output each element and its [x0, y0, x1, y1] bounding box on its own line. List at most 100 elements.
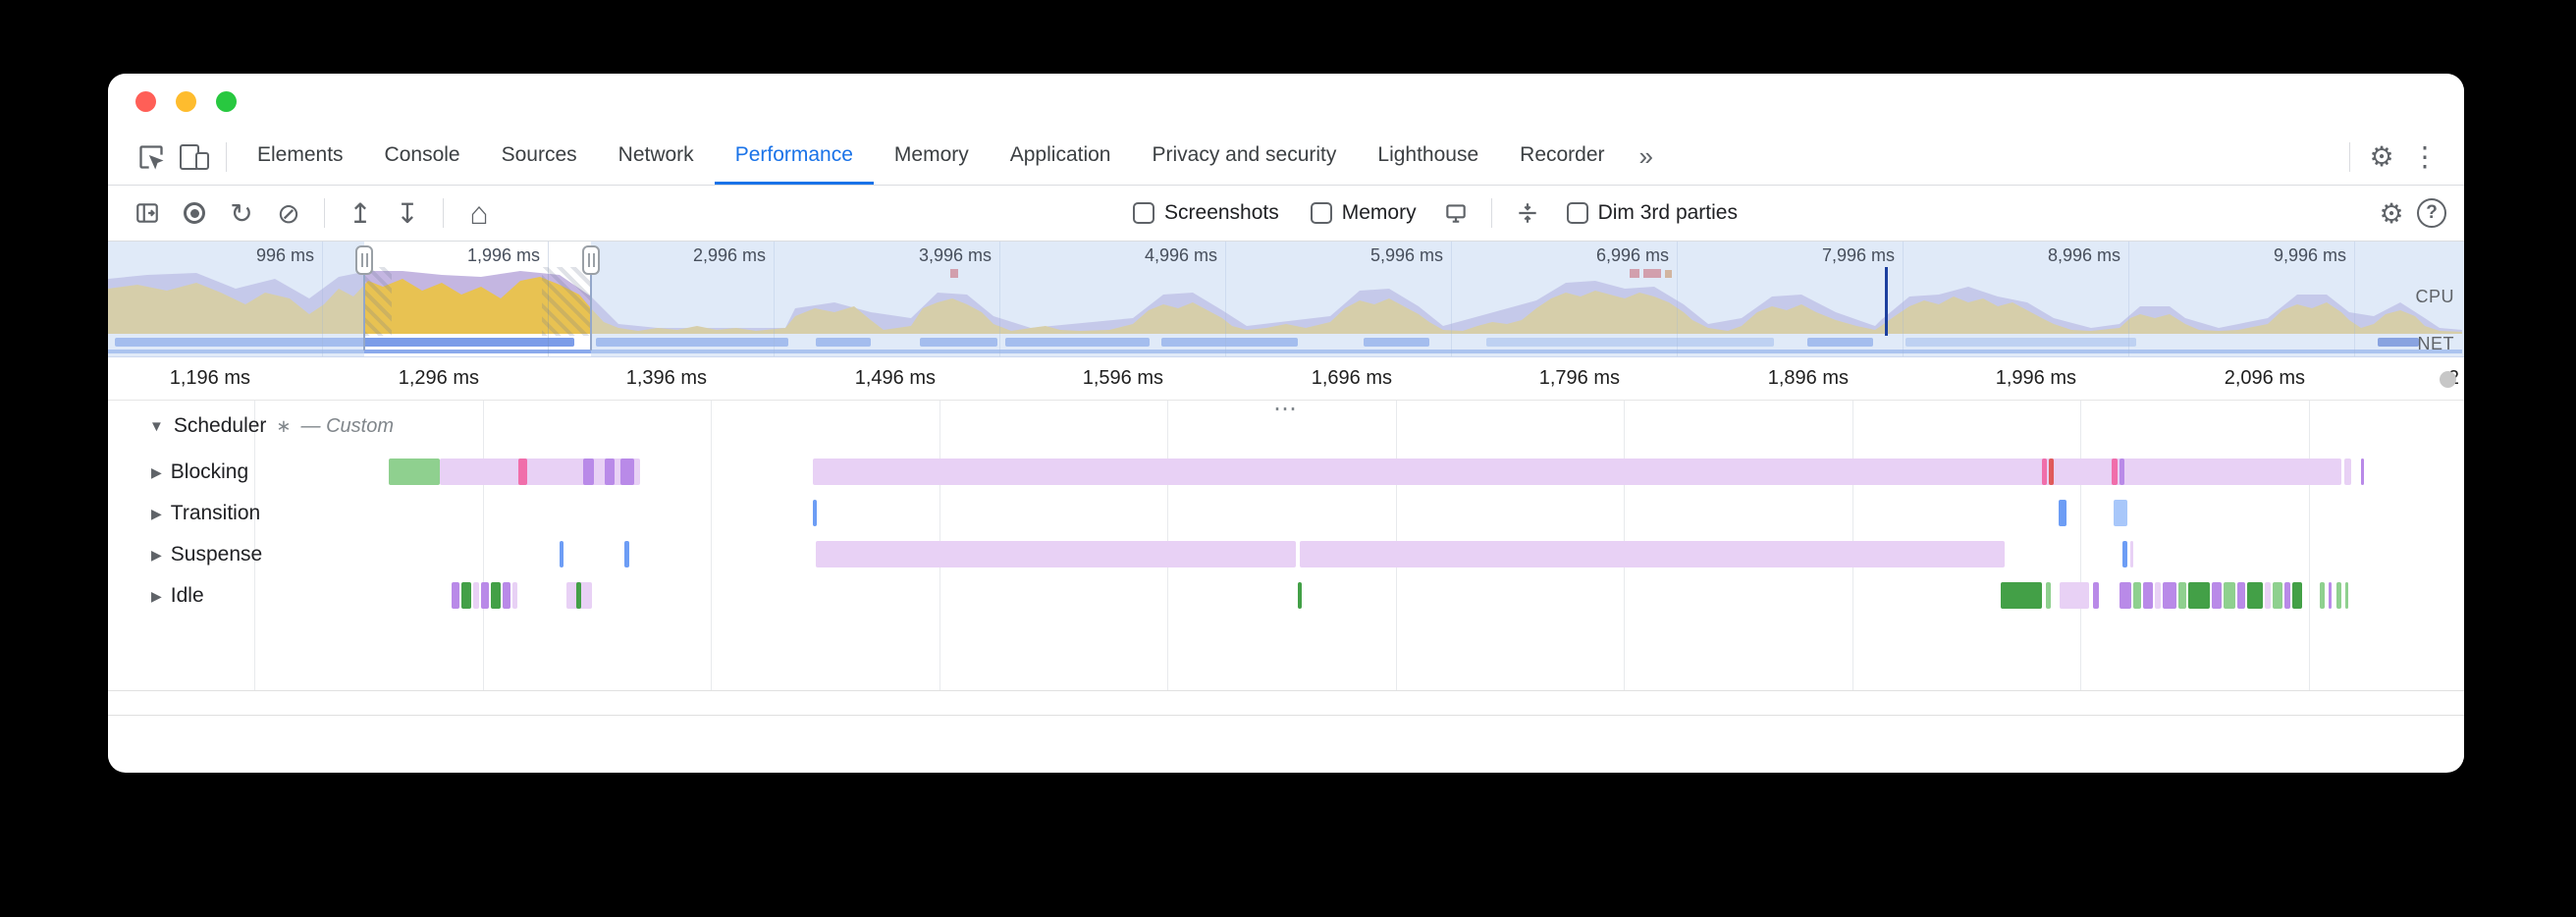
tab-memory[interactable]: Memory: [893, 143, 969, 166]
record-button[interactable]: [173, 191, 216, 235]
track-event-bar[interactable]: [1298, 582, 1302, 609]
collapse-sections-icon[interactable]: [1506, 191, 1549, 235]
track-event-bar[interactable]: [473, 582, 479, 609]
track-event-bar[interactable]: [2059, 500, 2066, 526]
track-event-bar[interactable]: [2046, 582, 2051, 609]
tab-privacy-and-security[interactable]: Privacy and security: [1152, 143, 1337, 166]
tab-lighthouse[interactable]: Lighthouse: [1377, 143, 1479, 166]
track-event-bar[interactable]: [2344, 458, 2351, 485]
track-event-bar[interactable]: [2329, 582, 2332, 609]
track-event-bar[interactable]: [503, 582, 510, 609]
track-event-bar[interactable]: [2042, 458, 2047, 485]
screenshots-checkbox[interactable]: [1133, 202, 1155, 224]
more-tabs-button[interactable]: »: [1638, 141, 1653, 171]
track-event-bar[interactable]: [2049, 458, 2054, 485]
dim-3rd-parties-checkbox[interactable]: [1566, 202, 1588, 224]
clear-recording-button[interactable]: ⊘: [277, 197, 300, 229]
track-row-label[interactable]: ▶Idle: [151, 575, 204, 617]
track-event-bar[interactable]: [620, 458, 634, 485]
reload-and-record-button[interactable]: ↻: [230, 197, 253, 229]
track-row-blocking[interactable]: ▶Blocking: [108, 452, 2464, 493]
track-event-bar[interactable]: [576, 582, 581, 609]
close-window-button[interactable]: [135, 91, 156, 112]
track-event-bar[interactable]: [624, 541, 629, 567]
track-event-bar[interactable]: [2120, 582, 2131, 609]
track-row-label[interactable]: ▶Blocking: [151, 452, 248, 493]
track-event-bar[interactable]: [2143, 582, 2153, 609]
track-event-bar[interactable]: [481, 582, 489, 609]
track-row-idle[interactable]: ▶Idle: [108, 575, 2464, 617]
maximize-window-button[interactable]: [216, 91, 237, 112]
tracks-resize-handle[interactable]: ⋯: [1273, 396, 1299, 422]
tab-application[interactable]: Application: [1009, 143, 1111, 166]
memory-checkbox-group[interactable]: Memory: [1310, 201, 1417, 225]
download-profile-button[interactable]: ↧: [396, 197, 419, 229]
track-event-bar[interactable]: [2224, 582, 2235, 609]
settings-icon[interactable]: ⚙: [2369, 141, 2394, 172]
track-event-bar[interactable]: [512, 582, 517, 609]
minimize-window-button[interactable]: [176, 91, 196, 112]
track-event-bar[interactable]: [1300, 541, 2005, 567]
track-row-transition[interactable]: ▶Transition: [108, 493, 2464, 534]
upload-profile-button[interactable]: ↥: [349, 197, 372, 229]
track-event-bar[interactable]: [813, 500, 817, 526]
track-event-bar[interactable]: [2093, 582, 2099, 609]
track-event-bar[interactable]: [2060, 582, 2089, 609]
track-event-bar[interactable]: [583, 458, 594, 485]
flame-chart-tracks[interactable]: ⋯ ▼ Scheduler ∗ — Custom ▶Blocking▶Trans…: [108, 396, 2464, 691]
performance-settings-icon[interactable]: ⚙: [2379, 197, 2404, 229]
track-event-bar[interactable]: [2133, 582, 2141, 609]
selection-handle-left[interactable]: [355, 245, 373, 275]
track-event-bar[interactable]: [2163, 582, 2176, 609]
track-event-bar[interactable]: [389, 458, 440, 485]
expand-arrow-icon[interactable]: ▶: [151, 546, 162, 563]
network-conditions-icon[interactable]: [1434, 191, 1477, 235]
expand-arrow-icon[interactable]: ▶: [151, 505, 162, 521]
track-event-bar[interactable]: [2212, 582, 2222, 609]
track-event-bar[interactable]: [816, 541, 1296, 567]
track-event-bar[interactable]: [2155, 582, 2161, 609]
track-row-suspense[interactable]: ▶Suspense: [108, 534, 2464, 575]
track-event-bar[interactable]: [2320, 582, 2325, 609]
toggle-sidebar-icon[interactable]: [126, 191, 169, 235]
device-toolbar-icon[interactable]: [173, 135, 216, 179]
tab-recorder[interactable]: Recorder: [1520, 143, 1605, 166]
track-event-bar[interactable]: [2001, 582, 2042, 609]
tab-elements[interactable]: Elements: [257, 143, 344, 166]
track-event-bar[interactable]: [2273, 582, 2282, 609]
inspect-element-icon[interactable]: [130, 135, 173, 179]
track-event-bar[interactable]: [2265, 582, 2271, 609]
expand-arrow-icon[interactable]: ▶: [151, 463, 162, 480]
expand-arrow-icon[interactable]: ▶: [151, 587, 162, 604]
track-event-bar[interactable]: [452, 582, 459, 609]
track-event-bar[interactable]: [2112, 458, 2118, 485]
track-event-bar[interactable]: [2284, 582, 2290, 609]
scrollbar-thumb[interactable]: [2440, 371, 2456, 388]
track-event-bar[interactable]: [461, 582, 471, 609]
track-event-bar[interactable]: [2178, 582, 2186, 609]
kebab-menu-icon[interactable]: ⋮: [2411, 141, 2439, 172]
collapse-arrow-icon[interactable]: ▼: [149, 417, 164, 435]
tab-sources[interactable]: Sources: [501, 143, 577, 166]
dim-3rd-parties-checkbox-group[interactable]: Dim 3rd parties: [1566, 201, 1738, 225]
track-event-bar[interactable]: [813, 458, 2341, 485]
track-event-bar[interactable]: [2188, 582, 2210, 609]
track-event-bar[interactable]: [2130, 541, 2133, 567]
screenshots-checkbox-group[interactable]: Screenshots: [1133, 201, 1279, 225]
track-event-bar[interactable]: [2292, 582, 2302, 609]
track-event-bar[interactable]: [2361, 458, 2364, 485]
track-row-label[interactable]: ▶Transition: [151, 493, 260, 534]
track-event-bar[interactable]: [491, 582, 501, 609]
tab-console[interactable]: Console: [384, 143, 460, 166]
track-event-bar[interactable]: [2336, 582, 2341, 609]
track-event-bar[interactable]: [2114, 500, 2127, 526]
track-header-scheduler[interactable]: ▼ Scheduler ∗ — Custom: [108, 401, 2464, 452]
track-event-bar[interactable]: [2122, 541, 2127, 567]
tab-network[interactable]: Network: [617, 143, 694, 166]
track-event-bar[interactable]: [2120, 458, 2124, 485]
track-event-bar[interactable]: [560, 541, 564, 567]
memory-checkbox[interactable]: [1310, 202, 1332, 224]
track-event-bar[interactable]: [605, 458, 615, 485]
